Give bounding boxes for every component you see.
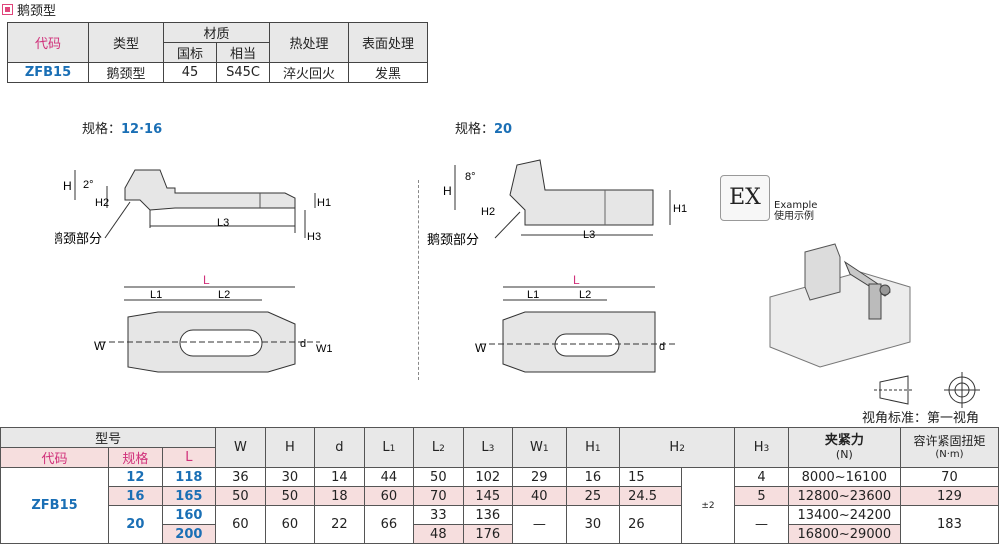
first-angle-symbol — [874, 372, 980, 408]
table-row: ZFB15 12 118 36 30 14 44 50 102 29 16 15… — [0, 467, 999, 544]
cell-code: ZFB15 — [0, 467, 110, 544]
right-top-label-l1: L1 — [527, 289, 539, 301]
mat-surface: 发黑 — [348, 62, 428, 83]
mat-heat: 淬火回火 — [269, 62, 349, 83]
mat-gb: 45 — [163, 62, 217, 83]
hdr-h3: H3 — [734, 427, 789, 468]
hdr-l2: L2 — [413, 427, 464, 468]
mat-header-type: 类型 — [88, 22, 164, 63]
example-badge: EX — [720, 175, 770, 221]
spec-left-value: 12·16 — [121, 122, 163, 137]
mat-header-code: 代码 — [7, 22, 89, 63]
right-label-h2: H2 — [481, 206, 495, 218]
left-top-label-d: d — [300, 338, 306, 350]
section-title: 鹅颈型 — [2, 0, 56, 19]
right-label-neck: 鹅颈部分 — [427, 232, 479, 247]
hdr-d: d — [314, 427, 365, 468]
right-top-label-d: d — [659, 341, 665, 353]
hdr-force: 夹紧力(N) — [787, 427, 901, 468]
mat-type: 鹅颈型 — [88, 62, 164, 83]
right-label-h: H — [443, 184, 452, 198]
mat-header-material: 材质 — [163, 22, 270, 43]
example-illustration — [769, 243, 911, 368]
table-row: 200 48 176 16800~29000 — [1, 524, 999, 544]
left-top-label-l2: L2 — [218, 289, 230, 301]
mat-header-gb: 国标 — [163, 42, 217, 63]
hdr-model: 型号 — [0, 427, 217, 448]
mat-code: ZFB15 — [7, 62, 89, 83]
right-label-h1: H1 — [673, 203, 687, 215]
left-label-angle: 2° — [83, 179, 94, 191]
hdr-size: 规格 — [108, 447, 163, 468]
right-top-view-drawing: L L1 L2 W d — [475, 273, 675, 373]
hdr-l3: L3 — [462, 427, 514, 468]
left-top-label-w: W — [94, 339, 106, 353]
spec-table: 型号 W H d L1 L2 L3 W1 H1 H2 H3 夹紧力(N) 容许紧… — [0, 427, 999, 544]
right-top-label-w: W — [475, 341, 487, 355]
hdr-w1: W1 — [512, 427, 567, 468]
spec-right: 规格：20 — [455, 118, 512, 137]
spec-right-value: 20 — [494, 122, 513, 137]
spec-right-label: 规格： — [455, 122, 495, 137]
right-side-view-drawing: H 8° H2 L3 H1 鹅颈部分 — [427, 159, 687, 247]
hdr-code: 代码 — [0, 447, 110, 468]
mat-header-equiv: 相当 — [216, 42, 270, 63]
hdr-h: H — [264, 427, 316, 468]
left-label-h2: H2 — [95, 197, 109, 209]
hdr-w: W — [215, 427, 266, 468]
spec-left-label: 规格： — [82, 122, 122, 137]
hdr-h2: H2 — [619, 427, 736, 468]
table-row: 16 165 50 50 18 60 70 145 40 25 24.5 5 1… — [1, 486, 999, 506]
left-side-view-drawing: H 2° H2 L3 H1 H3 鹅颈部分 — [55, 169, 331, 246]
mat-equiv: S45C — [216, 62, 270, 83]
left-top-label-w1: W1 — [316, 343, 333, 355]
left-label-h: H — [63, 179, 72, 193]
section-marker-icon — [2, 4, 13, 15]
left-top-view-drawing: L L1 L2 W d W1 — [94, 273, 333, 373]
material-table: 代码 类型 材质 热处理 表面处理 国标 相当 ZFB15 鹅颈型 45 S45… — [7, 22, 428, 83]
right-top-label-l: L — [573, 273, 580, 287]
left-label-neck: 鹅颈部分 — [55, 231, 102, 246]
example-caption-en: Example — [774, 200, 818, 211]
hdr-h1: H1 — [565, 427, 621, 468]
view-standard-label: 视角标准：第一视角 — [862, 411, 980, 426]
right-label-l3: L3 — [583, 229, 595, 241]
hdr-torque: 容许紧固扭矩(N·m) — [899, 427, 999, 468]
right-top-label-l2: L2 — [579, 289, 591, 301]
left-label-l3: L3 — [217, 217, 229, 229]
section-title-text: 鹅颈型 — [17, 4, 57, 19]
example-caption-cn: 使用示例 — [774, 211, 814, 222]
center-divider — [418, 180, 419, 380]
right-label-angle: 8° — [465, 171, 476, 183]
mat-header-surface: 表面处理 — [348, 22, 428, 63]
example-caption: Example 使用示例 — [774, 200, 817, 222]
left-top-label-l1: L1 — [150, 289, 162, 301]
mat-header-heat: 热处理 — [269, 22, 349, 63]
table-row: 20 160 60 60 22 66 33 136 — 30 26 — 1340… — [1, 505, 999, 544]
hdr-l1: L1 — [363, 427, 415, 468]
hdr-l: L — [161, 447, 217, 468]
cell-h2-tolerance: ±2 — [680, 467, 736, 544]
left-label-h3: H3 — [307, 231, 321, 243]
spec-left: 规格：12·16 — [82, 118, 162, 137]
left-label-h1: H1 — [317, 197, 331, 209]
left-top-label-l: L — [203, 273, 210, 287]
